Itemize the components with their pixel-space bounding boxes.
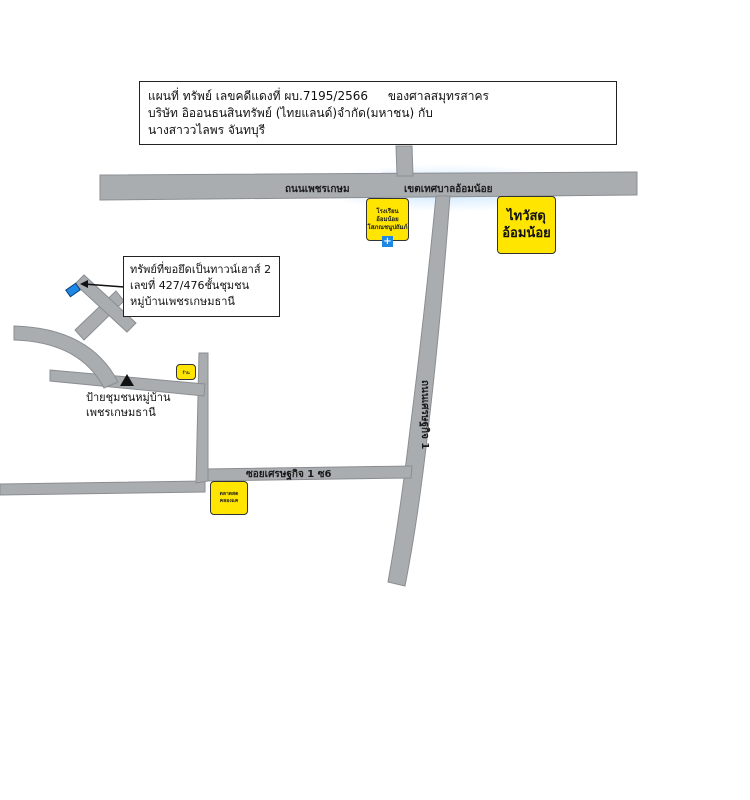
school-label-1: โรงเรียน [376, 207, 399, 215]
arrow-icon [80, 280, 125, 288]
road-label-soi-s6: ซอยเศรษฐกิจ 1 ซ6 [246, 468, 332, 480]
landmark-market: ตลาดสด คลองแค [210, 481, 248, 515]
title-line-2: บริษัท อิออนธนสินทรัพย์ (ไทยแลนด์)จำกัด(… [148, 106, 433, 120]
property-line-1: ทรัพย์ที่ขอยึดเป็นทาวน์เฮาส์ 2 [130, 263, 272, 276]
road-curve-left [13, 325, 119, 389]
title-line-1: แผนที่ ทรัพย์ เลขคดีแดงที่ ผบ.7195/2566 … [148, 88, 608, 105]
road-label-setthakit-1: ถนนเศรษฐกิจ 1 [419, 380, 431, 449]
property-info-box: ทรัพย์ที่ขอยึดเป็นทาวน์เฮาส์ 2 เลขที่ 42… [123, 256, 280, 317]
thai-watsadu-label-1: ไทวัสดุ [507, 209, 546, 224]
road-label-phetkasem: ถนนเพชรเกษม [285, 184, 350, 195]
school-label-2: อ้อมน้อย [376, 215, 399, 223]
school-label-3: โสภณชนูปถัมภ์ [367, 223, 408, 231]
landmark-thai-watsadu: ไทวัสดุ อ้อมน้อย [497, 196, 556, 254]
landmark-small-sign: ร้าน [176, 364, 196, 380]
road-connector-north [395, 145, 414, 177]
property-line-3: หมู่บ้านเพชรเกษมธานี [130, 295, 235, 308]
title-case-number: แผนที่ ทรัพย์ เลขคดีแดงที่ ผบ.7195/2566 [148, 89, 368, 103]
title-court: ของศาลสมุทรสาคร [387, 89, 489, 103]
village-sign-line-2: เพชรเกษมธานี [86, 406, 156, 419]
house-marker-icon [65, 282, 81, 298]
road-label-municipality: เขตเทศบาลอ้อมน้อย [404, 183, 493, 195]
triangle-icon [120, 374, 134, 386]
property-line-2: เลขที่ 427/476ชั้นชุมชน [130, 279, 250, 292]
village-sign-label: ป้ายชุมชนหมู่บ้าน เพชรเกษมธานี [86, 390, 206, 420]
road-property-branch [74, 274, 137, 333]
village-sign-line-1: ป้ายชุมชนหมู่บ้าน [86, 391, 171, 404]
market-label-2: คลองแค [219, 498, 239, 504]
road-phetkasem [99, 171, 638, 201]
title-line-3: นางสาววไลพร จันทบุรี [148, 123, 266, 137]
road-setthakit-1 [387, 195, 451, 587]
market-label-1: ตลาดสด [219, 491, 239, 497]
thai-watsadu-label-2: อ้อมน้อย [502, 226, 551, 241]
plus-icon: + [382, 236, 393, 247]
landmark-school: โรงเรียน อ้อมน้อย โสภณชนูปถัมภ์ [366, 198, 409, 241]
road-bottom-left [0, 480, 206, 496]
map-title-box: แผนที่ ทรัพย์ เลขคดีแดงที่ ผบ.7195/2566 … [139, 81, 617, 145]
